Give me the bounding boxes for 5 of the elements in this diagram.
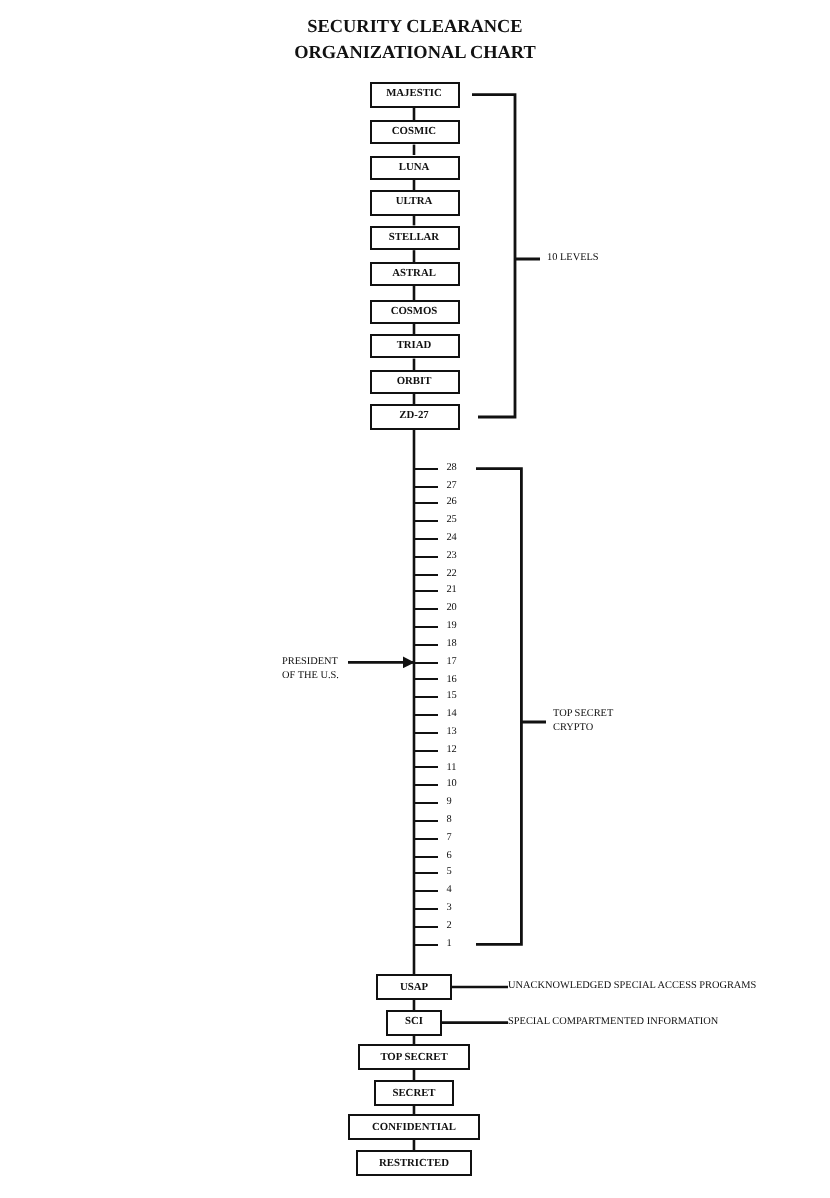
arrow (348, 656, 415, 669)
connector-line (452, 985, 508, 989)
chart-title: SECURITY CLEARANCE ORGANIZATIONAL CHART (292, 14, 538, 64)
connector-line (441, 1021, 508, 1024)
connector-line (412, 429, 416, 974)
